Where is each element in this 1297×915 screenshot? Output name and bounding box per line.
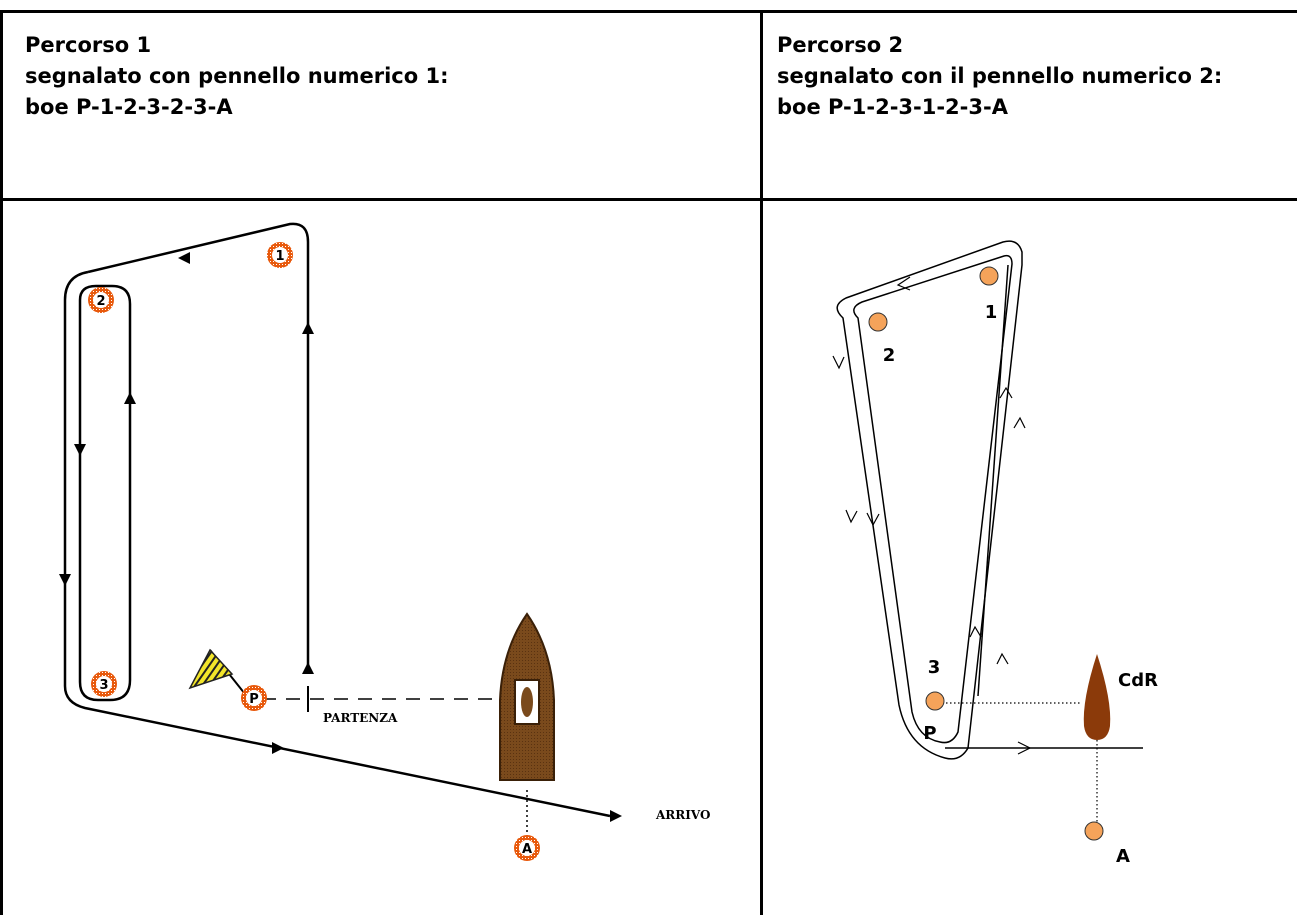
svg-text:3: 3 [99,678,108,693]
course-1-sequence: boe P-1-2-3-2-3-A [25,95,233,119]
header-cell-course-1: Percorso 1 segnalato con pennello numeri… [25,30,449,123]
table-border-left [0,10,3,915]
buoy-a-c2: A [1084,821,1130,867]
course-1-arrows [59,252,622,822]
buoy-finish-a: A [514,835,540,861]
arrow-right-2 [610,810,622,822]
svg-text:1: 1 [985,302,998,323]
arrow-down-left-1 [832,355,845,370]
svg-text:A: A [1116,846,1130,867]
course-2-subtitle: segnalato con il pennello numerico 2: [777,64,1223,88]
course-1-subtitle: segnalato con pennello numerico 1: [25,64,449,88]
start-label: PARTENZA [323,711,398,725]
arrow-up-1 [302,322,314,334]
header-cell-course-2: Percorso 2 segnalato con il pennello num… [777,30,1222,123]
buoy-3: 3 [91,671,117,697]
course-2-diagram: 1 2 3 P A CdR [832,240,1158,867]
course-1-route [63,222,611,818]
svg-text:3: 3 [928,657,941,678]
course-2-sequence: boe P-1-2-3-1-2-3-A [777,95,1008,119]
course-2-title: Percorso 2 [777,33,904,57]
buoy-3-p-c2: 3 P [923,657,945,744]
arrow-down-left-3 [845,509,858,524]
arrow-down-left-2 [866,512,880,527]
course-2-arrows [832,276,1032,755]
arrow-down-2 [59,574,71,586]
table-border-middle [760,10,763,915]
svg-text:P: P [249,692,259,707]
svg-text:2: 2 [96,294,105,309]
buoy-1: 1 [267,242,293,268]
table-border-top [0,10,1297,13]
svg-text:P: P [923,723,936,744]
arrow-up-right-4 [996,652,1009,665]
course-2-route [836,240,1143,760]
svg-text:2: 2 [883,345,896,366]
arrow-left-1 [178,252,190,264]
arrow-down-1 [74,444,86,456]
arrow-right-1 [272,742,284,754]
arrow-up-right-3 [969,625,982,638]
course-1-title: Percorso 1 [25,33,152,57]
buoy-1-c2: 1 [979,266,999,323]
arrow-up-right-1 [999,386,1013,399]
arrow-up-right-2 [1013,416,1026,429]
svg-text:A: A [522,842,532,857]
buoy-2-c2: 2 [868,312,896,366]
table-border-row [0,198,1297,201]
svg-text:1: 1 [275,249,284,264]
arrow-up-3 [124,392,136,404]
arrow-up-2 [302,662,314,674]
course-1-diagram: 1 2 3 P A PARTENZA ARRIVO [59,222,710,861]
buoy-start-p: P [241,685,267,711]
finish-label: ARRIVO [655,808,710,822]
committee-boat-1 [499,612,555,781]
committee-label: CdR [1118,670,1158,691]
buoy-2: 2 [88,287,114,313]
arrow-left-top [896,276,911,291]
committee-boat-2 [1083,654,1111,740]
flag-icon [188,648,246,695]
arrow-right-finish [1017,741,1032,755]
